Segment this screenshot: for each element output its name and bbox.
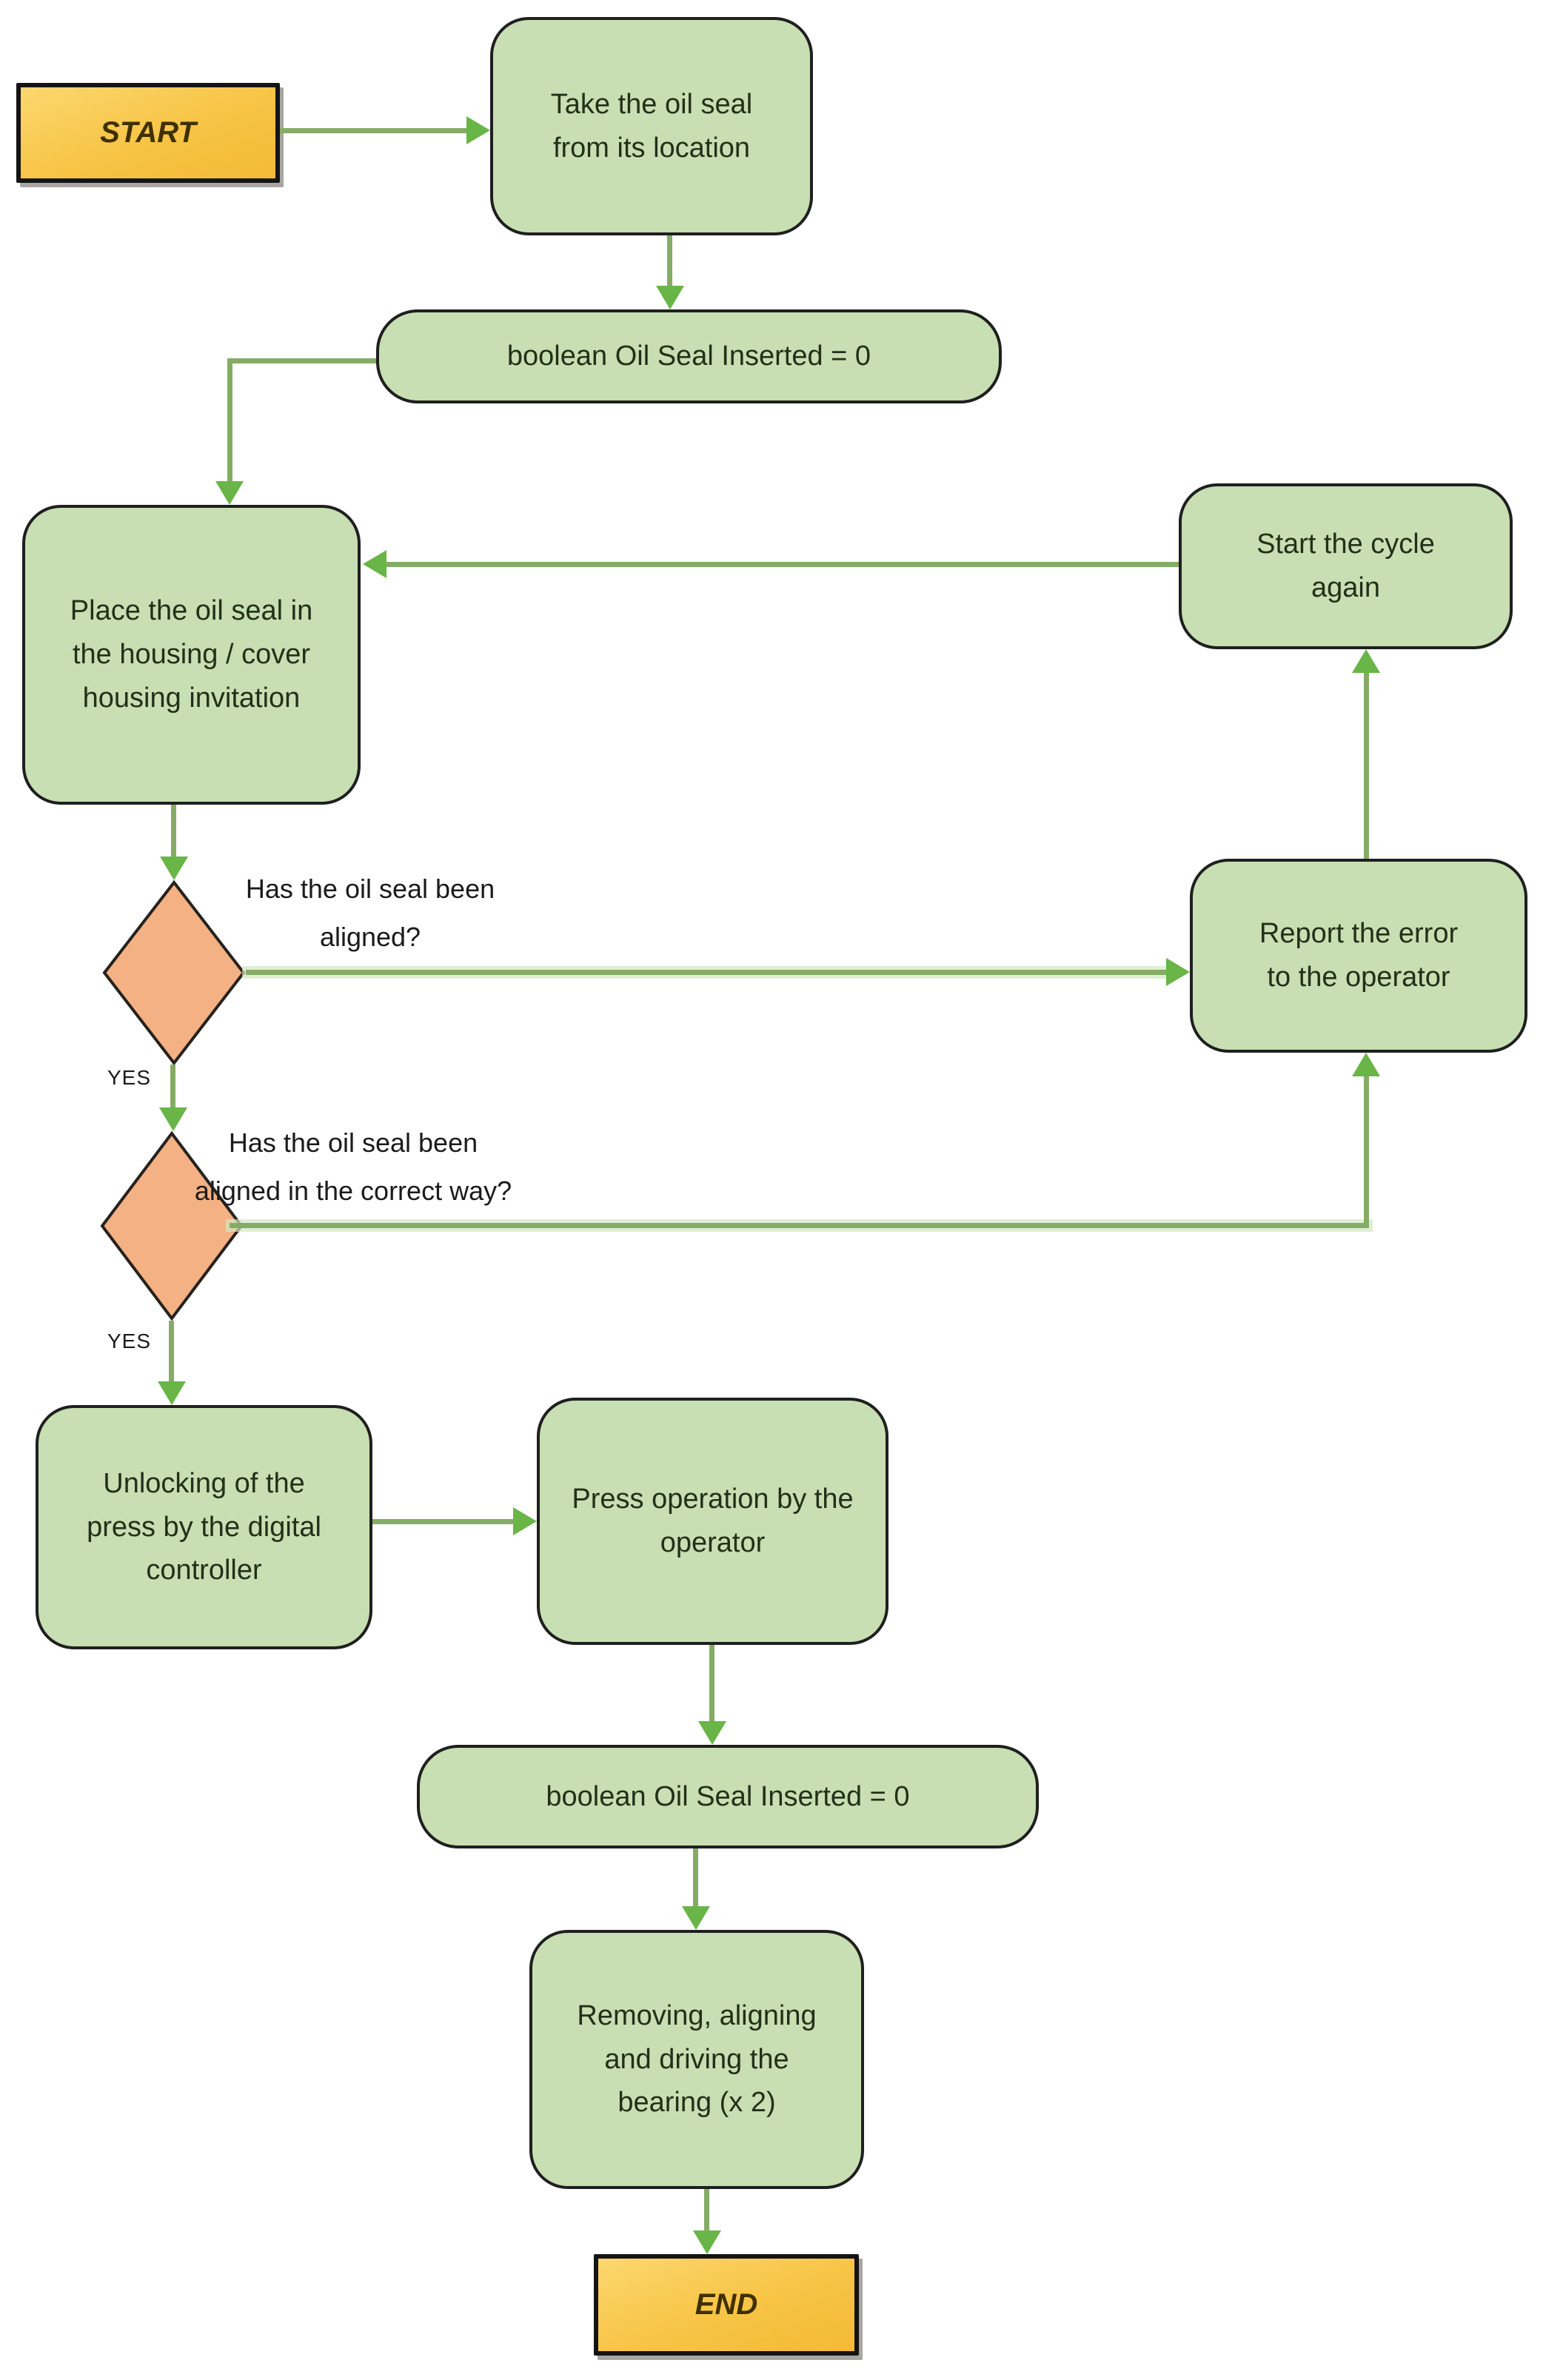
arrow-place-to-decision1 (171, 805, 176, 859)
node-boolean-oil-seal-inserted-1: boolean Oil Seal Inserted = 0 (376, 309, 1002, 403)
node-unlocking-press-label: Unlocking of the press by the digital co… (87, 1467, 321, 1586)
arrow-boolean1-to-place-v (227, 358, 232, 483)
arrow-decision1-to-decision2 (170, 1065, 175, 1110)
node-removing-aligning: Removing, aligning and driving the beari… (529, 1930, 864, 2189)
node-end-terminal: END (594, 2254, 859, 2356)
node-end-label: END (695, 2288, 758, 2321)
decision-aligned-question: Has the oil seal been aligned? (245, 874, 495, 952)
arrow-removing-to-end (704, 2189, 709, 2232)
node-start-terminal: START (16, 83, 280, 183)
node-start-cycle-again: Start the cycle again (1179, 483, 1513, 649)
arrow-start-to-take (280, 128, 468, 133)
arrow-unlocking-to-press (372, 1519, 515, 1524)
node-removing-aligning-label: Removing, aligning and driving the beari… (577, 1999, 817, 2119)
node-start-cycle-again-label: Start the cycle again (1256, 529, 1435, 603)
node-press-operation: Press operation by the operator (537, 1398, 888, 1645)
arrowhead-removing-to-end (693, 2230, 721, 2254)
node-place-oil-seal: Place the oil seal in the housing / cove… (22, 505, 361, 805)
arrowhead-decision2-to-unlocking (158, 1381, 186, 1405)
arrowhead-decision1-to-decision2 (159, 1107, 187, 1131)
arrow-boolean1-to-place-h (227, 358, 376, 363)
arrow-startcycle-to-place (386, 562, 1179, 567)
decision-correct-way-yes-label: YES (107, 1330, 152, 1352)
arrowhead-start-to-take (466, 116, 490, 144)
arrowhead-boolean2-to-removing (682, 1906, 710, 1930)
arrowhead-unlocking-to-press (513, 1507, 537, 1535)
arrowhead-press-to-boolean2 (698, 1721, 726, 1745)
node-boolean-1-label: boolean Oil Seal Inserted = 0 (506, 341, 871, 372)
arrowhead-boolean1-to-place (215, 481, 244, 505)
node-report-error-label: Report the error to the operator (1259, 918, 1459, 993)
arrowhead-decision1-to-report (1166, 958, 1190, 986)
arrowhead-take-to-boolean1 (656, 286, 684, 309)
arrow-decision2-to-unlocking (169, 1321, 174, 1384)
arrow-decision2-to-report-v (1364, 1075, 1369, 1228)
node-take-oil-seal: Take the oil seal from its location (490, 17, 813, 235)
arrowhead-startcycle-to-place (363, 550, 386, 578)
arrow-boolean2-to-removing (693, 1848, 698, 1908)
node-take-oil-seal-label: Take the oil seal from its location (550, 88, 753, 164)
decision-correct-way-question: Has the oil seal been aligned in the cor… (194, 1127, 512, 1206)
decision-aligned-yes-label: YES (107, 1066, 152, 1089)
node-place-oil-seal-label: Place the oil seal in the housing / cove… (70, 595, 313, 714)
arrow-decision2-to-report-h (230, 1223, 1369, 1228)
arrow-take-to-boolean1 (667, 235, 672, 289)
node-boolean-2-label: boolean Oil Seal Inserted = 0 (546, 1780, 910, 1812)
decision-oil-seal-aligned (102, 880, 246, 1065)
decision-aligned-correct-way (100, 1131, 244, 1321)
node-report-error: Report the error to the operator (1190, 859, 1527, 1053)
node-boolean-oil-seal-inserted-2: boolean Oil Seal Inserted = 0 (417, 1745, 1039, 1848)
arrow-report-to-startcycle (1364, 673, 1369, 859)
arrowhead-decision2-to-report (1352, 1053, 1380, 1076)
node-start-label: START (100, 116, 196, 149)
arrow-press-to-boolean2 (709, 1645, 714, 1723)
node-unlocking-press: Unlocking of the press by the digital co… (36, 1405, 372, 1649)
arrowhead-report-to-startcycle (1352, 649, 1380, 673)
node-press-operation-label: Press operation by the operator (572, 1484, 854, 1558)
arrowhead-place-to-decision1 (160, 857, 188, 880)
arrow-decision1-to-report (246, 970, 1168, 975)
